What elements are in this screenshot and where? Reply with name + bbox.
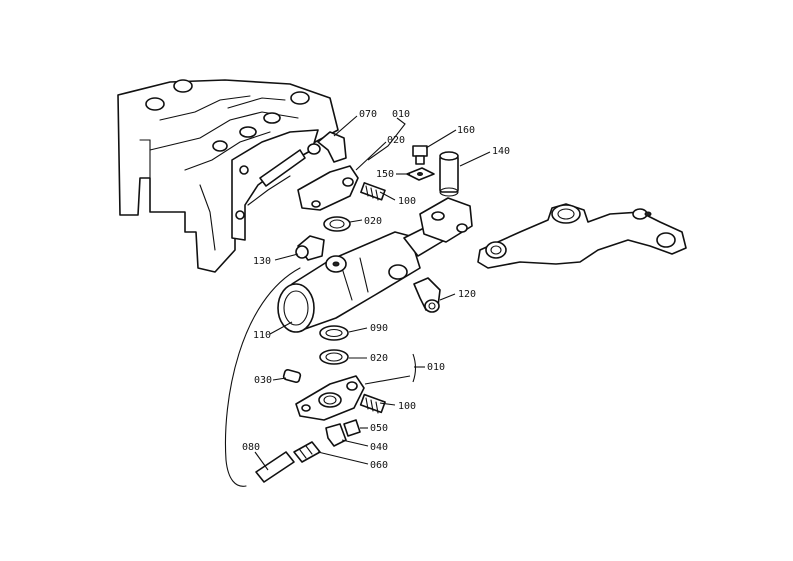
housing-block	[117, 79, 339, 273]
label-020-mid: 020	[364, 216, 382, 227]
plug-160	[412, 145, 428, 165]
bushing-020-low	[319, 349, 349, 365]
part-labels: 070 010 020 160 140 150 100 020 130 120 …	[242, 109, 510, 471]
pin-140	[439, 151, 459, 197]
label-020-top: 020	[387, 135, 405, 146]
label-110: 110	[253, 330, 271, 341]
bolt-100-upper	[360, 182, 386, 201]
label-100-low: 100	[398, 401, 416, 412]
elbow-130	[295, 235, 325, 261]
seal-090	[319, 325, 349, 341]
label-150: 150	[376, 169, 394, 180]
fitting-040	[325, 423, 347, 447]
label-120: 120	[458, 289, 476, 300]
label-060: 060	[370, 460, 388, 471]
label-010-low: 010	[427, 362, 445, 373]
label-040: 040	[370, 442, 388, 453]
hose-line	[224, 267, 301, 487]
pin-030	[282, 368, 302, 384]
label-160: 160	[457, 125, 475, 136]
elbow-070	[307, 131, 347, 163]
leader-lines	[254, 115, 491, 471]
label-090: 090	[370, 323, 388, 334]
label-030: 030	[254, 375, 272, 386]
label-010-top: 010	[392, 109, 410, 120]
lift-arm	[477, 203, 687, 269]
bushing-020-mid	[323, 216, 351, 232]
label-050: 050	[370, 423, 388, 434]
washer-150	[406, 167, 435, 181]
cylinder-110	[277, 197, 473, 333]
label-080: 080	[242, 442, 260, 453]
bracket-lower	[295, 375, 365, 421]
elbow-120	[413, 277, 441, 313]
fitting-050	[343, 419, 361, 437]
label-070: 070	[359, 109, 377, 120]
fitting-060	[293, 441, 321, 463]
label-140: 140	[492, 146, 510, 157]
bolt-100-lower	[359, 393, 386, 414]
bracket-upper	[297, 165, 359, 211]
label-100-top: 100	[398, 196, 416, 207]
label-020-low: 020	[370, 353, 388, 364]
pipe-080	[255, 451, 295, 483]
label-130: 130	[253, 256, 271, 267]
